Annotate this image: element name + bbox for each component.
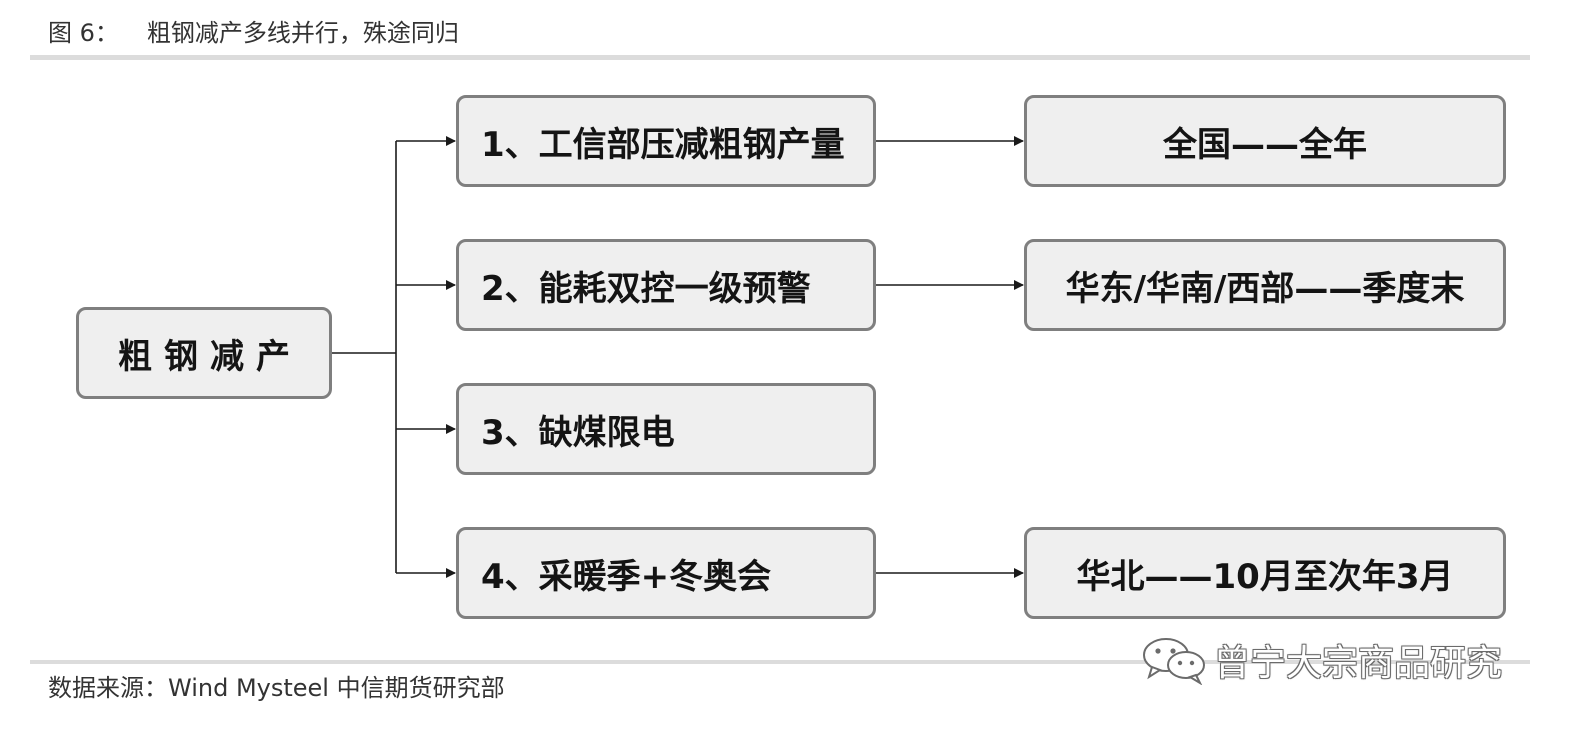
- result-node-2: 华东/华南/西部——季度末: [1024, 239, 1506, 331]
- figure-title-text: 粗钢减产多线并行，殊途同归: [146, 19, 459, 47]
- bottom-rule: [30, 660, 1530, 664]
- data-source-note: 数据来源：Wind Mysteel 中信期货研究部: [48, 674, 505, 702]
- figure-number: 图 6：: [48, 19, 119, 47]
- figure-title: 图 6： 粗钢减产多线并行，殊途同归: [48, 14, 459, 52]
- wechat-icon: [1143, 638, 1205, 685]
- branch-node-3: 3、缺煤限电: [456, 383, 876, 475]
- watermark-text: 曾宁大宗商品研究: [1214, 643, 1503, 684]
- branch-node-1: 1、工信部压减粗钢产量: [456, 95, 876, 187]
- top-rule: [30, 55, 1530, 60]
- result-node-4: 华北——10月至次年3月: [1024, 527, 1506, 619]
- result-node-1: 全国——全年: [1024, 95, 1506, 187]
- watermark: 曾宁大宗商品研究: [1140, 634, 1502, 686]
- branch-node-2: 2、能耗双控一级预警: [456, 239, 876, 331]
- branch-node-4: 4、采暖季+冬奥会: [456, 527, 876, 619]
- root-node: 粗钢减产: [76, 307, 332, 399]
